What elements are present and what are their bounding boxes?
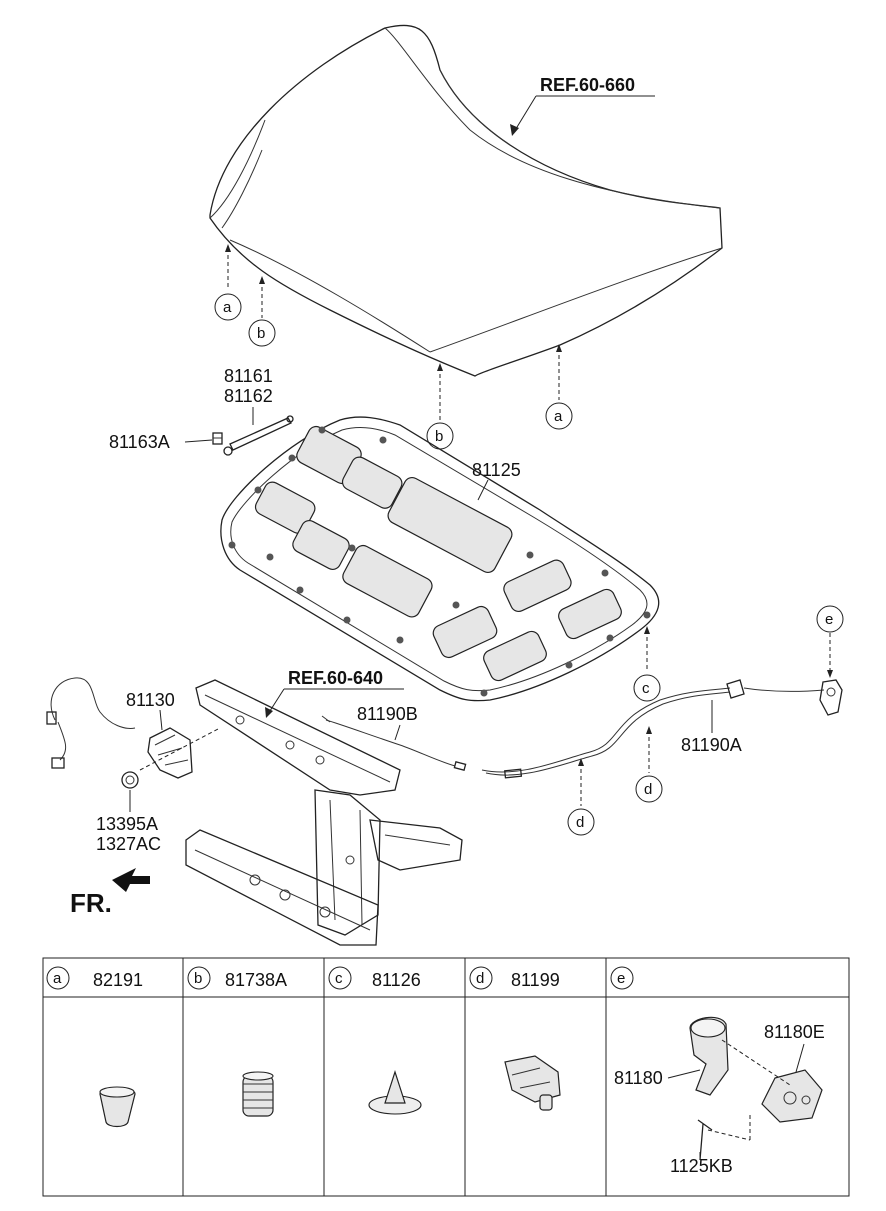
parts-legend-table [42,957,850,1197]
stay-rod [223,415,294,456]
legend-header-b: b 81738A [187,966,287,990]
front-latch-cable [321,715,467,771]
svg-text:81199: 81199 [511,970,560,990]
insulator-pad-leader [477,479,489,501]
handle-housing-leader [795,1043,805,1073]
legend-header-c: c 81126 [328,966,421,990]
handle-lever-label: 81180 [614,1068,663,1088]
svg-text:e: e [825,611,833,628]
handle-housing-label: 81180E [764,1022,825,1042]
svg-text:a: a [223,299,232,316]
insulator-pad-label: 81125 [472,460,521,480]
panel-ref-arrow [265,707,273,718]
svg-text:d: d [644,781,652,798]
legend-header-d: d 81199 [469,966,560,990]
bumper-illustration [99,1086,136,1128]
radiator-support-panel [185,679,463,946]
handle-lever-leader [667,1069,701,1079]
callout-e-handle: e [816,605,844,678]
front-direction-label: FR. [70,888,112,918]
hood-ref-leader [513,95,537,133]
latch-label: 81130 [126,690,175,710]
svg-text:82191: 82191 [93,970,143,990]
svg-text:b: b [257,325,265,342]
callout-b-hood-mid: b [426,363,454,450]
svg-text:a: a [554,408,563,425]
bolt-label-2: 1327AC [96,834,161,854]
stay-clip [212,432,223,445]
panel-ref-label: REF.60-640 [288,668,383,688]
latch-wire-harness [46,677,136,769]
latch-leader [159,709,163,731]
clip-illustration [368,1070,422,1115]
hood-latch [147,727,193,779]
cable-clip-illustration [504,1055,561,1111]
hood-release-cable [481,679,825,779]
callout-a-hood-right: a [545,344,573,430]
svg-text:81738A: 81738A [225,970,287,990]
front-cable-leader [394,724,401,741]
callout-a-hood-left: a [214,244,242,321]
stay-clip-leader [184,439,213,443]
stay-rod-label-1: 81161 [224,366,273,386]
callout-c-pad: c [633,626,661,702]
svg-text:a: a [53,970,62,987]
front-cable-label: 81190B [357,704,418,724]
hood-panel [209,24,723,377]
panel-ref-leader [267,688,285,715]
callout-d-cable-left: d [567,758,595,836]
stopper-illustration [242,1071,274,1117]
callout-b-hood-left: b [248,276,276,347]
legend-header-e: e [610,966,634,990]
latch-bolt [121,771,139,789]
svg-text:c: c [335,970,343,987]
bolt-label-1: 13395A [96,814,158,834]
svg-text:e: e [617,970,625,987]
legend-header-a: a 82191 [46,966,143,990]
release-cable-label: 81190A [681,735,742,755]
stay-clip-label: 81163A [109,432,170,452]
release-handle-end [819,679,843,716]
svg-text:d: d [576,814,584,831]
stay-rod-label-2: 81162 [224,386,273,406]
callout-d-cable-right: d [635,726,663,803]
svg-text:b: b [435,428,443,445]
hood-insulator-pad [220,416,660,702]
svg-text:81126: 81126 [372,970,421,990]
svg-text:d: d [476,970,484,987]
latch-bolt-line [139,727,221,771]
handle-screw-label: 1125KB [670,1156,733,1176]
hood-ref-arrow [510,124,519,136]
svg-text:b: b [194,970,202,987]
hood-ref-label: REF.60-660 [540,75,635,95]
svg-text:c: c [642,680,650,697]
front-direction-arrow [112,868,150,892]
